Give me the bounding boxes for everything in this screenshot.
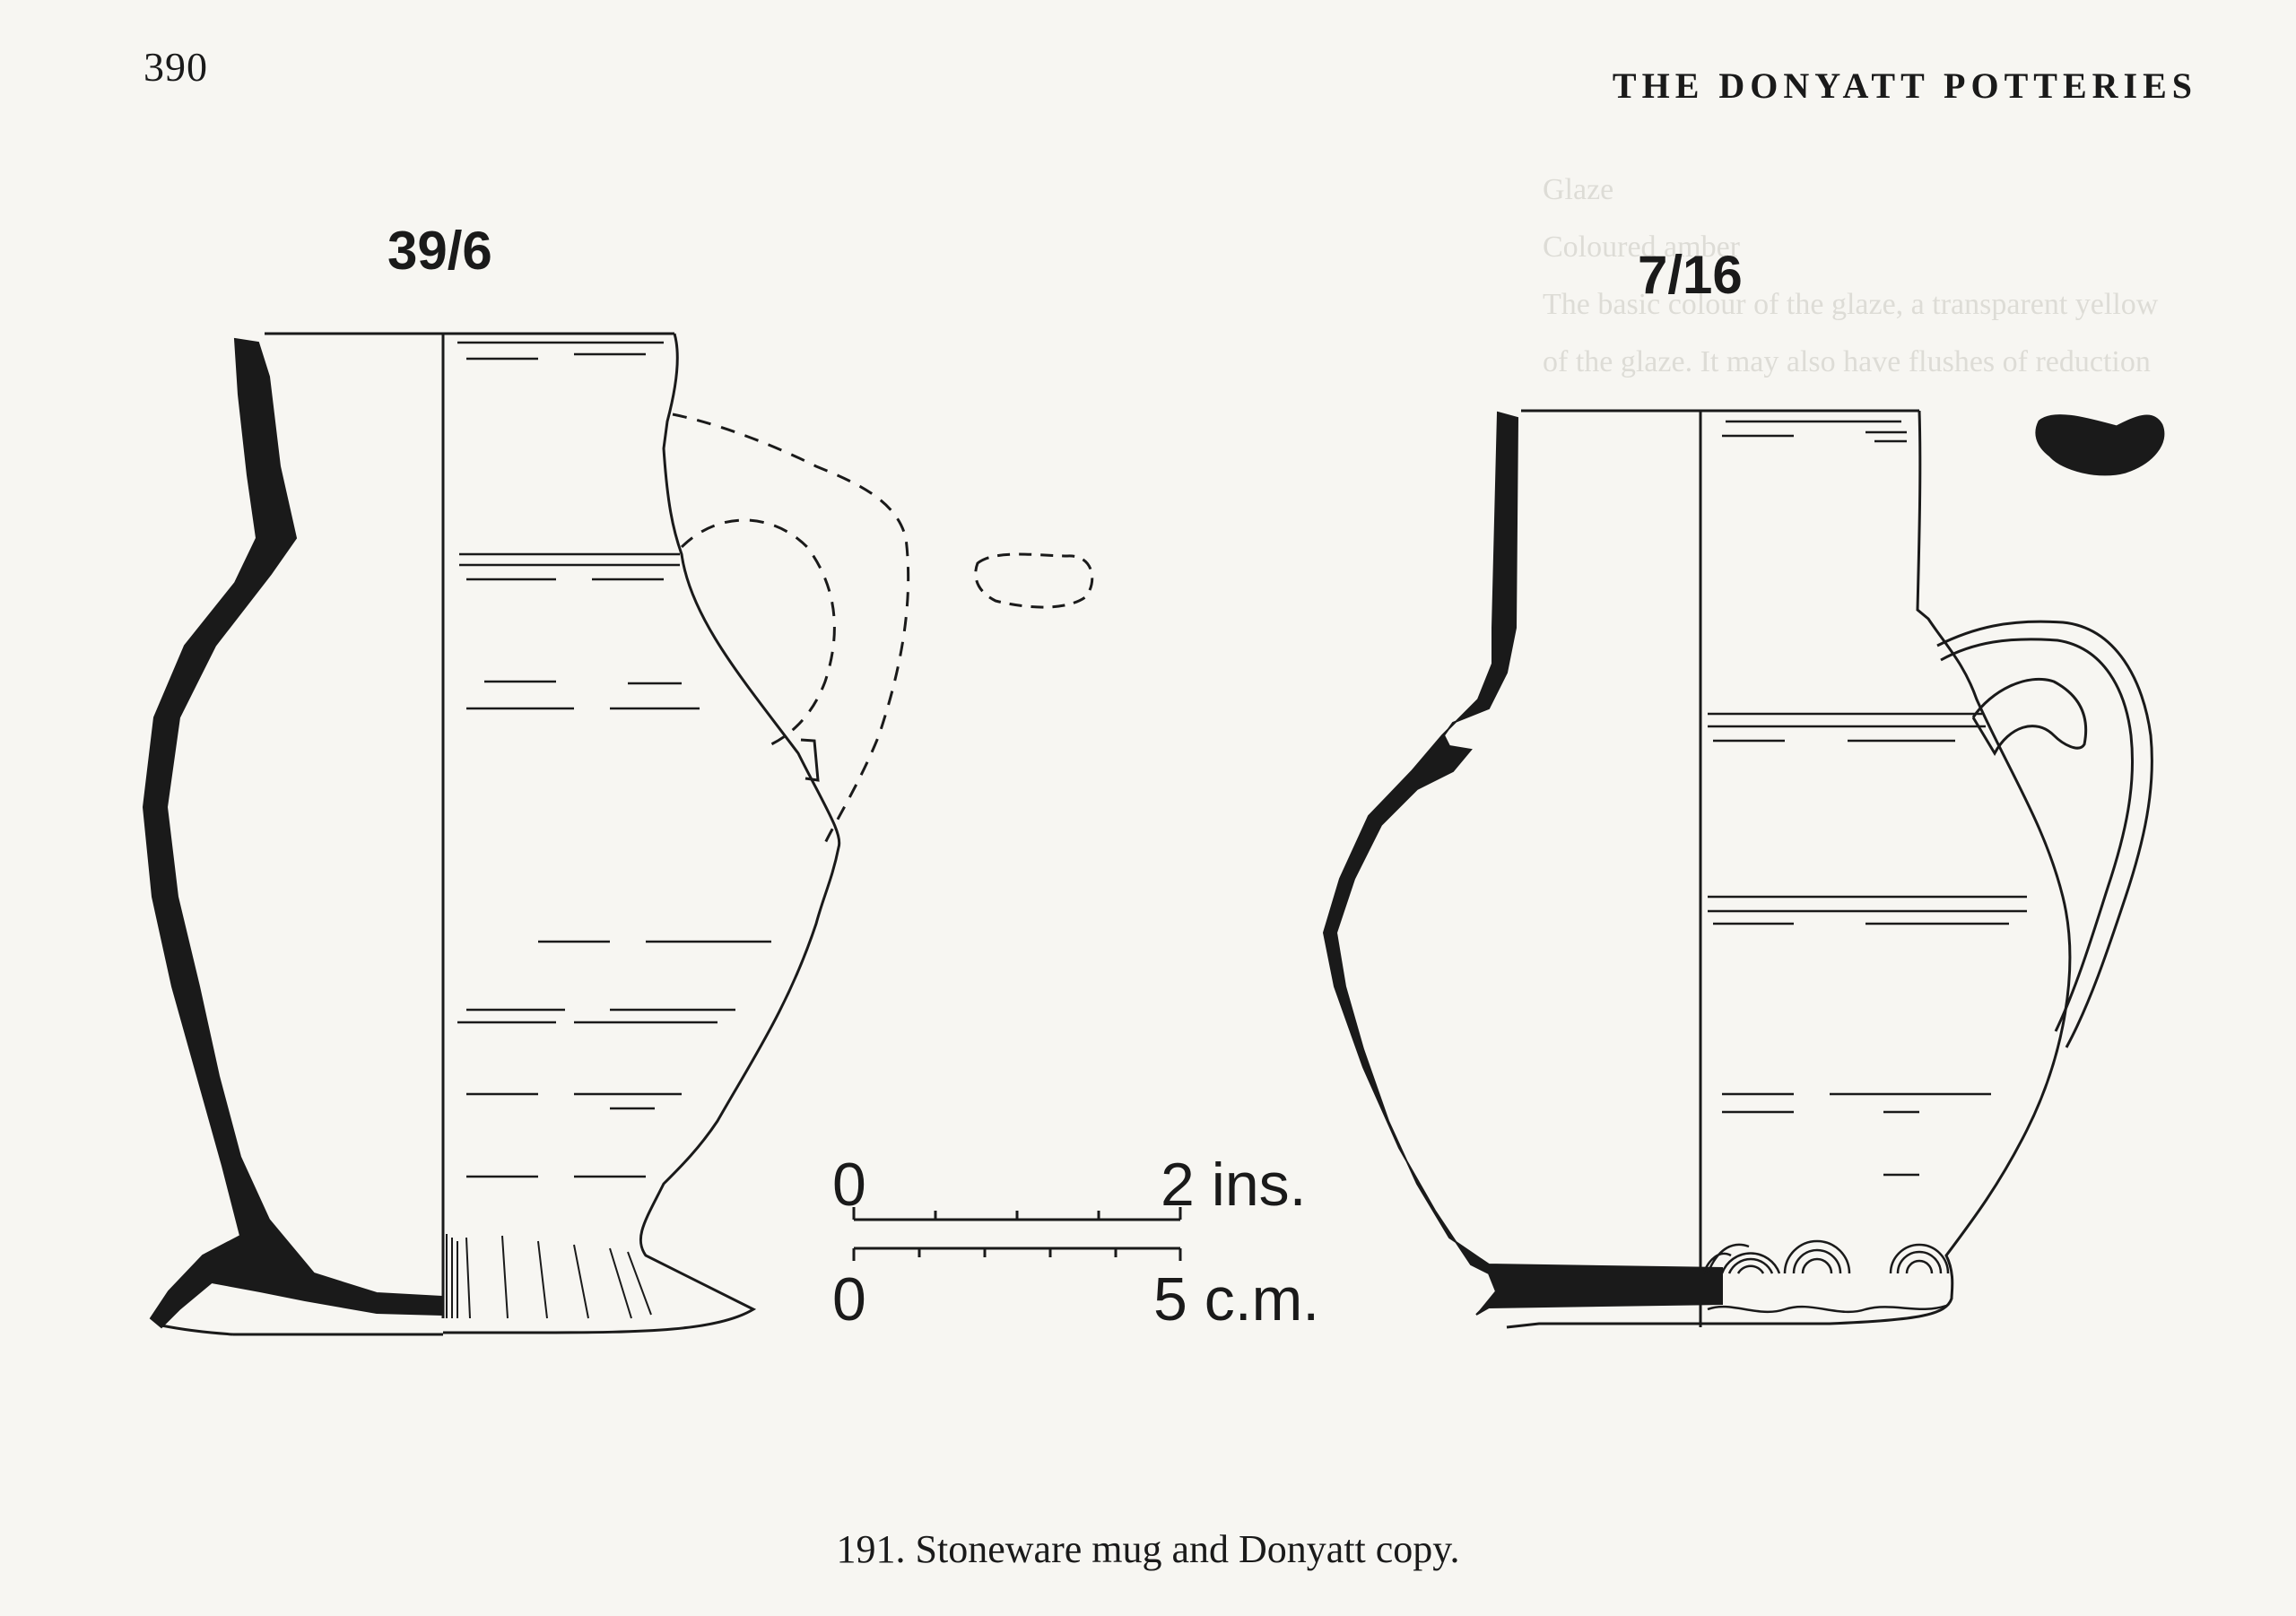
vessel-39-6-drawing — [142, 332, 1094, 1336]
vessel-39-6-handle-dashed — [672, 413, 910, 844]
bleed-through-text: Glaze Coloured amber The basic colour of… — [1543, 173, 2159, 378]
vessel-39-6-profile — [443, 333, 841, 1334]
scale-bar — [852, 1207, 1182, 1261]
vessel-7-16-profile — [1700, 410, 2072, 1325]
vessel-39-6-label: 39/6 — [387, 221, 492, 281]
scale-inches-start: 0 — [832, 1151, 866, 1219]
scale-inches-end: 2 ins. — [1161, 1151, 1307, 1219]
vessel-39-6-section — [142, 337, 442, 1329]
vessel-7-16-handle-section — [2035, 414, 2165, 476]
figure-caption: 191. Stoneware mug and Donyatt copy. — [836, 1527, 1460, 1571]
vessel-7-16-stamps — [1699, 1239, 1950, 1283]
vessel-7-16-label: 7/16 — [1638, 245, 1743, 305]
scale-cm-start: 0 — [832, 1265, 866, 1334]
vessel-7-16-section — [1322, 411, 1723, 1316]
vessel-7-16-handle — [1936, 620, 2153, 1048]
page-number: 390 — [144, 44, 208, 90]
scale-cm-end: 5 c.m. — [1153, 1265, 1320, 1334]
running-head: THE DONYATT POTTERIES — [1612, 65, 2197, 106]
vessel-7-16-drawing — [1322, 409, 2165, 1329]
vessel-39-6-handle-section — [974, 552, 1094, 609]
